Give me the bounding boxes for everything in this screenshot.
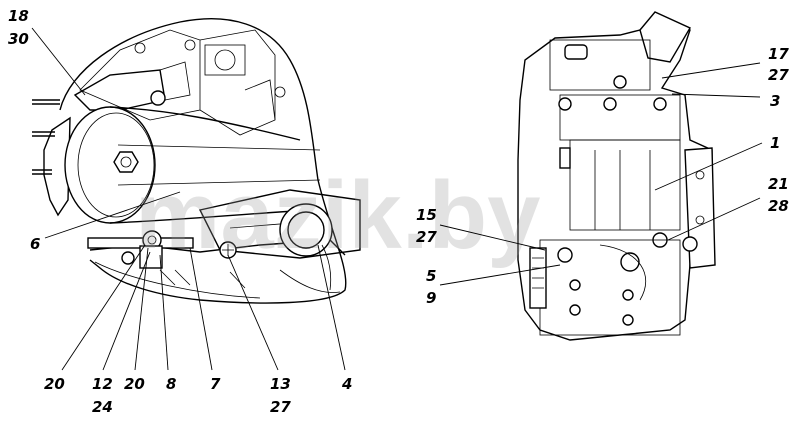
callout-20-left: 20	[44, 375, 65, 393]
callout-21: 21	[768, 175, 789, 193]
callout-24: 24	[92, 398, 113, 416]
callout-13: 13	[270, 375, 291, 393]
right-assembly-drawing	[517, 11, 716, 341]
callout-17: 17	[768, 45, 789, 63]
callout-12: 12	[92, 375, 113, 393]
left-assembly-drawing	[32, 18, 361, 304]
callout-9: 9	[426, 289, 436, 307]
callout-27-bottom: 27	[270, 398, 291, 416]
watermark-text: mazik.by	[135, 162, 541, 269]
callout-27-top: 27	[768, 66, 789, 84]
callout-6: 6	[30, 235, 40, 253]
callout-18: 18	[8, 7, 29, 25]
callout-8: 8	[166, 375, 176, 393]
callout-30: 30	[8, 30, 29, 48]
callout-3: 3	[770, 92, 780, 110]
callout-4: 4	[341, 375, 352, 393]
callout-20-right: 20	[124, 375, 145, 393]
callout-15: 15	[416, 206, 437, 224]
callout-28: 28	[768, 197, 789, 215]
callout-7: 7	[210, 375, 221, 393]
callout-5: 5	[426, 267, 436, 285]
callout-1: 1	[770, 134, 780, 152]
leader-lines	[31, 27, 763, 371]
callout-27-mid: 27	[416, 228, 437, 246]
callout-labels: 18 30 17 27 3 1 21 28 15 27 5 9 6 20 12 …	[8, 7, 789, 416]
